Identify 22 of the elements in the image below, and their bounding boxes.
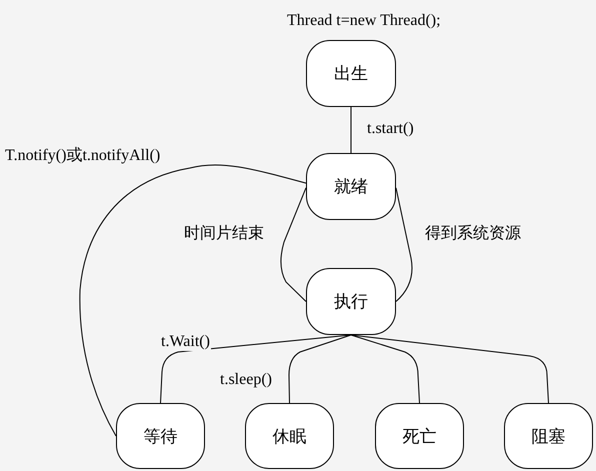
connector-line (396, 187, 412, 302)
connector-line (160, 334, 352, 404)
state-box: 死亡 (375, 403, 464, 469)
code-label: Thread t=new Thread(); (286, 12, 442, 30)
state-box: 就绪 (306, 153, 396, 220)
connector-line (280, 187, 306, 302)
state-box: 执行 (306, 268, 396, 335)
connector-line (288, 334, 352, 404)
edge-label: t.start() (366, 120, 415, 138)
state-box: 等待 (116, 403, 205, 469)
edge-label: T.notify()或t.notifyAll() (4, 147, 162, 165)
edge-label: t.sleep() (219, 371, 273, 389)
state-box: 休眠 (245, 403, 334, 469)
connector-line (79, 164, 306, 436)
edge-label: 时间片结束 (183, 224, 265, 242)
state-box: 出生 (306, 40, 396, 107)
connector-line (350, 334, 420, 404)
connector-line (350, 106, 352, 154)
edge-label: t.Wait() (160, 333, 211, 351)
state-box: 阻塞 (504, 403, 593, 469)
connector-line (350, 334, 549, 404)
edge-label: 得到系统资源 (424, 224, 522, 242)
